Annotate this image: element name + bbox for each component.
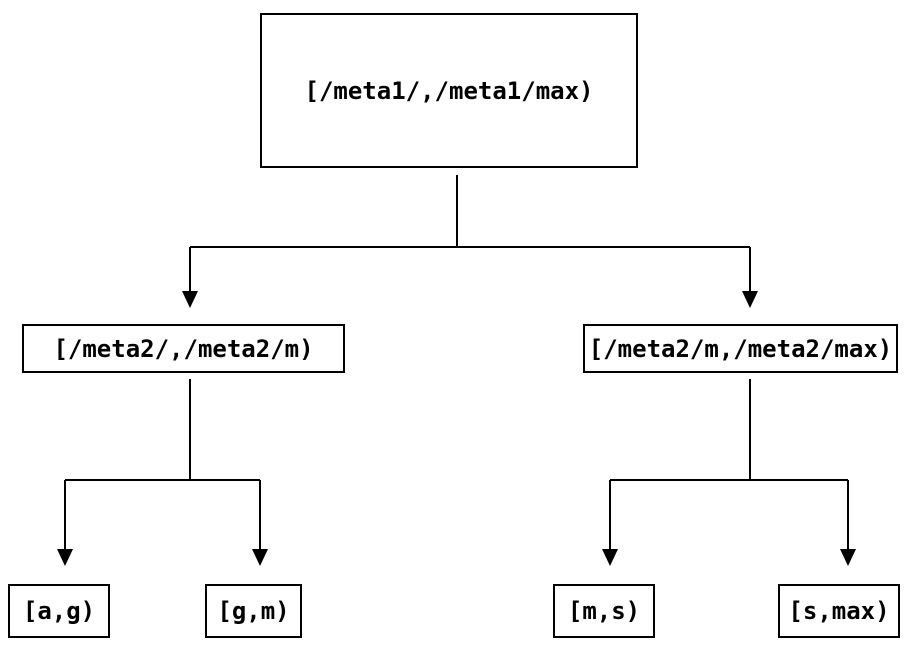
arrowhead-to-l2-left [182, 291, 198, 308]
tree-node-label: [/meta2/m,/meta2/max) [588, 334, 893, 363]
tree-node-label: [m,s) [567, 597, 641, 625]
tree-leaf-range-g-m: [g,m) [205, 584, 302, 638]
tree-node-label: [/meta1/,/meta1/max) [304, 76, 594, 105]
tree-leaf-range-m-s: [m,s) [553, 584, 655, 638]
tree-leaf-range-s-max: [s,max) [778, 584, 900, 638]
tree-node-label: [g,m) [217, 597, 290, 625]
arrowhead-to-leaf-ag [57, 549, 73, 566]
tree-leaf-range-a-g: [a,g) [8, 584, 110, 638]
arrowhead-to-leaf-gm [252, 549, 268, 566]
tree-node-label: [a,g) [22, 597, 96, 625]
tree-node-label: [s,max) [788, 597, 890, 625]
tree-node-meta2-right-range: [/meta2/m,/meta2/max) [583, 324, 898, 373]
tree-node-root-range: [/meta1/,/meta1/max) [260, 13, 638, 168]
arrowhead-to-leaf-smax [840, 549, 856, 566]
tree-node-label: [/meta2/,/meta2/m) [53, 334, 314, 363]
tree-node-meta2-left-range: [/meta2/,/meta2/m) [22, 324, 345, 373]
edge-root-to-level2 [189, 175, 751, 292]
arrowhead-to-l2-right [742, 291, 758, 308]
edge-l2right-to-leaves [609, 379, 849, 550]
arrowhead-to-leaf-ms [602, 549, 618, 566]
edge-l2left-to-leaves [64, 379, 261, 550]
